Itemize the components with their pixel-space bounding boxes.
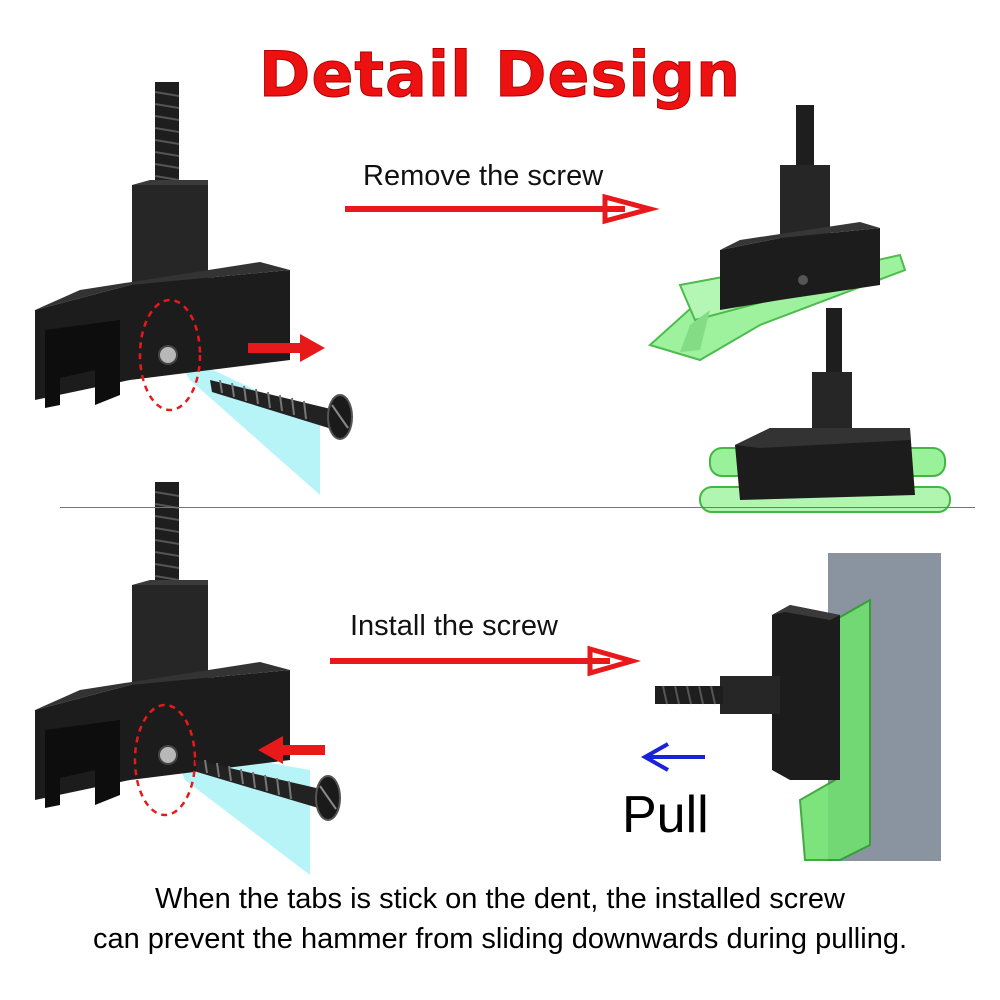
highlight-ellipse-top	[138, 298, 202, 412]
screw-hole-bottom	[158, 745, 178, 765]
arrow-left-icon	[258, 736, 325, 764]
highlight-beam-top	[170, 350, 320, 495]
body-block-side	[772, 605, 840, 780]
screw-icon	[210, 379, 353, 440]
section-divider	[60, 507, 975, 508]
threaded-stud-right-lower	[826, 308, 842, 376]
threaded-stud-bottom	[155, 482, 179, 587]
arrow-right-icon	[345, 193, 660, 225]
body-block-right-upper	[720, 228, 880, 310]
arrow-right-icon	[330, 645, 642, 677]
hex-post-bottom	[132, 585, 208, 700]
threaded-stud-top	[155, 82, 179, 187]
hex-post-side	[720, 676, 780, 714]
arrow-right-icon	[248, 334, 325, 362]
caption-line-1: When the tabs is stick on the dent, the …	[155, 883, 845, 915]
caption-line-2: can prevent the hammer from sliding down…	[92, 923, 908, 955]
highlight-beam-bottom	[170, 745, 310, 875]
screw-icon	[195, 759, 341, 821]
threaded-stud-right-upper	[796, 105, 814, 170]
remove-step-label: Remove the screw	[363, 160, 604, 192]
screw-hole-top	[158, 345, 178, 365]
arrow-left-icon	[640, 742, 705, 772]
pull-label: Pull	[622, 786, 709, 844]
page-title: Detail Design	[258, 38, 742, 112]
hex-post-top	[132, 185, 208, 300]
install-step-label: Install the screw	[350, 610, 558, 642]
